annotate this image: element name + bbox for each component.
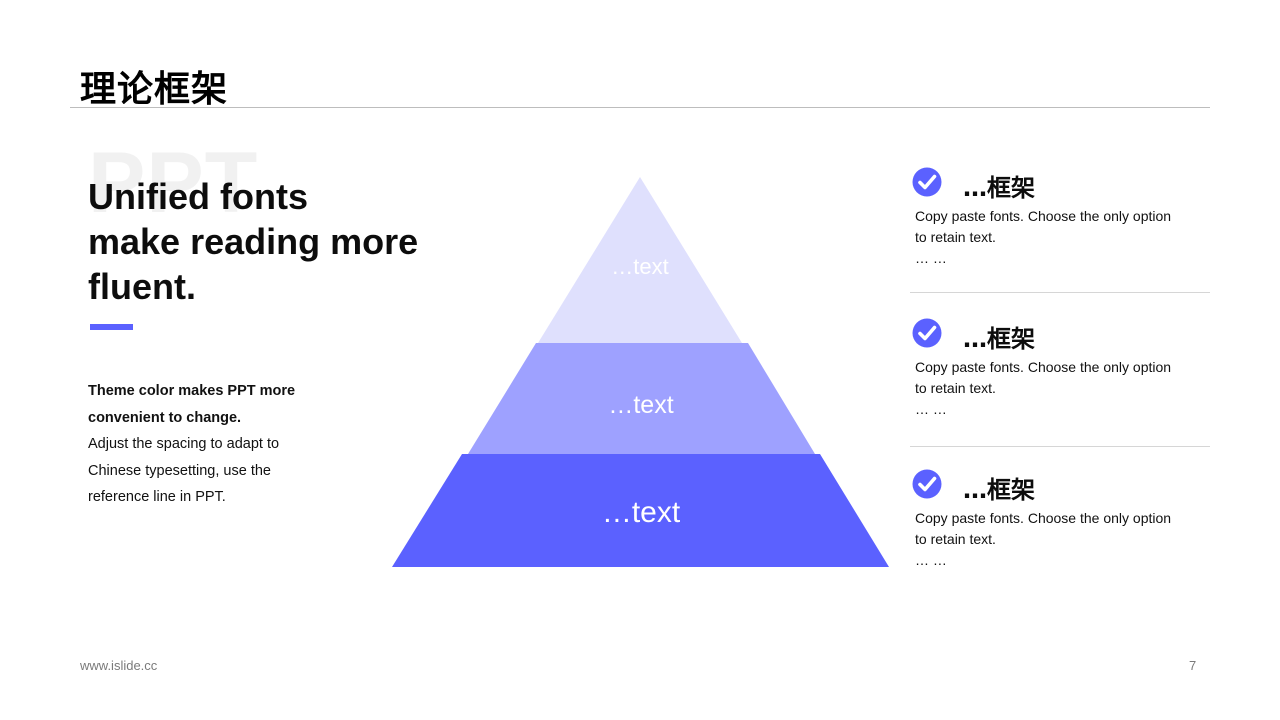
framework-item-body: Copy paste fonts. Choose the only option…	[915, 357, 1205, 420]
pyramid-top-tier	[538, 177, 742, 343]
check-circle-icon	[912, 318, 942, 348]
framework-item-body-line: to retain text.	[915, 531, 996, 547]
framework-item-body-line: … …	[915, 552, 947, 568]
framework-item-header: …框架	[912, 166, 1212, 202]
framework-item-title: …框架	[963, 476, 1035, 504]
framework-item-body-line: … …	[915, 401, 947, 417]
watermark-text: PPT	[88, 135, 259, 231]
item-divider	[910, 292, 1210, 293]
accent-bar	[90, 324, 133, 330]
framework-item-title: …框架	[963, 174, 1035, 202]
description-bold-line: convenient to change.	[88, 409, 242, 426]
check-circle-icon	[912, 167, 942, 197]
title-divider	[70, 107, 1210, 108]
framework-item-body-line: Copy paste fonts. Choose the only option	[915, 510, 1172, 526]
framework-item-body-line: Copy paste fonts. Choose the only option	[915, 359, 1172, 375]
framework-item-body: Copy paste fonts. Choose the only option…	[915, 508, 1205, 571]
description-line: reference line in PPT.	[88, 489, 226, 505]
framework-item-header: …框架	[912, 468, 1212, 504]
page-number: 7	[1189, 658, 1197, 673]
pyramid-bottom-tier	[392, 454, 889, 567]
framework-item-body-line: to retain text.	[915, 380, 996, 396]
pyramid-middle-tier	[468, 343, 815, 454]
headline-line: Unified fonts	[88, 176, 308, 217]
description-line: Adjust the spacing to adapt to	[88, 436, 280, 452]
headline-line: fluent.	[88, 266, 196, 307]
check-circle-icon	[912, 469, 942, 499]
item-divider	[910, 446, 1210, 447]
framework-item-header: …框架	[912, 317, 1212, 353]
description: Theme color makes PPT more convenient to…	[88, 378, 328, 511]
headline: Unified fonts make reading more fluent.	[88, 174, 458, 309]
framework-item-body-line: Copy paste fonts. Choose the only option	[915, 208, 1172, 224]
pyramid-top-label: …text	[611, 254, 668, 279]
description-bold-line: Theme color makes PPT more	[88, 383, 296, 399]
pyramid-bottom-label: …text	[602, 496, 681, 529]
framework-item-title: …框架	[963, 325, 1035, 353]
headline-line: make reading more	[88, 221, 419, 262]
framework-item-body-line: … …	[915, 250, 947, 266]
framework-item-body-line: to retain text.	[915, 229, 996, 245]
footer-website: www.islide.cc	[80, 658, 158, 673]
framework-item-body: Copy paste fonts. Choose the only option…	[915, 206, 1205, 269]
description-line: Chinese typesetting, use the	[88, 462, 271, 479]
pyramid-middle-label: …text	[608, 391, 673, 419]
slide-title: 理论框架	[80, 69, 229, 110]
